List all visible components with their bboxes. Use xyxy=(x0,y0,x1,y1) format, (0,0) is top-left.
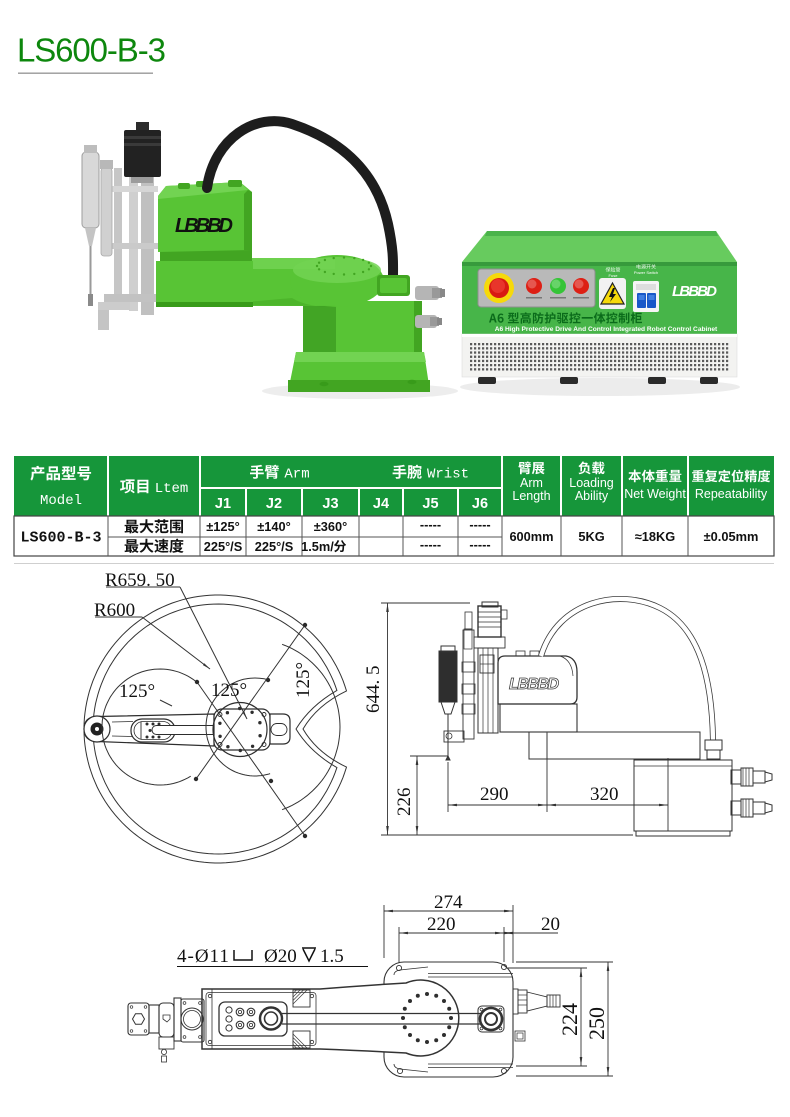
svg-text:125°: 125° xyxy=(119,681,155,702)
svg-text:Model: Model xyxy=(40,493,82,509)
svg-text:226: 226 xyxy=(394,788,415,817)
svg-text:1.5: 1.5 xyxy=(320,946,344,967)
svg-text:320: 320 xyxy=(590,784,619,805)
svg-text:LS600-B-3: LS600-B-3 xyxy=(20,530,101,547)
svg-text:225°/S: 225°/S xyxy=(255,539,294,554)
svg-text:Power Switch: Power Switch xyxy=(634,270,658,275)
svg-text:LBBBD: LBBBD xyxy=(175,215,233,237)
svg-text:-----: ----- xyxy=(469,517,490,532)
svg-text:Length: Length xyxy=(512,489,550,503)
svg-text:4-Ø11: 4-Ø11 xyxy=(177,946,230,967)
svg-text:5KG: 5KG xyxy=(578,529,604,544)
svg-text:-----: ----- xyxy=(469,537,490,552)
svg-text:Repeatability: Repeatability xyxy=(695,487,768,501)
svg-text:224: 224 xyxy=(557,1003,582,1036)
svg-text:≈18KG: ≈18KG xyxy=(635,529,675,544)
svg-text:20: 20 xyxy=(541,914,560,935)
svg-text:J2: J2 xyxy=(266,496,282,512)
svg-text:220: 220 xyxy=(427,914,456,935)
svg-text:Net Weight: Net Weight xyxy=(624,487,686,501)
svg-text:Arm: Arm xyxy=(284,467,309,483)
svg-text:Wrist: Wrist xyxy=(427,467,469,483)
svg-text:±360°: ±360° xyxy=(314,519,348,534)
svg-text:R600: R600 xyxy=(94,600,135,621)
svg-text:1.5m/: 1.5m/ xyxy=(301,539,334,554)
svg-text:J4: J4 xyxy=(373,496,389,512)
svg-text:290: 290 xyxy=(480,784,509,805)
svg-text:J5: J5 xyxy=(422,496,438,512)
svg-text:Ltem: Ltem xyxy=(155,481,189,497)
svg-text:600mm: 600mm xyxy=(509,529,553,544)
svg-text:LBBBD: LBBBD xyxy=(509,676,559,693)
svg-text:Ability: Ability xyxy=(575,489,609,503)
svg-text:LBBBD: LBBBD xyxy=(672,283,717,300)
svg-text:250: 250 xyxy=(584,1007,609,1040)
svg-text:±125°: ±125° xyxy=(206,519,240,534)
svg-text:Ø20: Ø20 xyxy=(264,946,297,967)
svg-text:LS600-B-3: LS600-B-3 xyxy=(17,32,165,69)
svg-text:±140°: ±140° xyxy=(257,519,291,534)
svg-text:Loading: Loading xyxy=(569,476,614,490)
svg-text:Fuse: Fuse xyxy=(609,273,619,278)
svg-text:J6: J6 xyxy=(472,496,488,512)
svg-text:225°/S: 225°/S xyxy=(204,539,243,554)
svg-text:644. 5: 644. 5 xyxy=(363,666,384,714)
svg-text:-----: ----- xyxy=(420,517,441,532)
svg-text:J1: J1 xyxy=(215,496,231,512)
svg-text:±0.05mm: ±0.05mm xyxy=(704,529,759,544)
svg-text:125°: 125° xyxy=(211,680,247,701)
svg-text:274: 274 xyxy=(434,892,463,913)
svg-text:A6 High Protective Drive And C: A6 High Protective Drive And Control Int… xyxy=(495,326,718,333)
svg-text:Arm: Arm xyxy=(520,476,543,490)
svg-text:125°: 125° xyxy=(293,662,314,698)
svg-text:-----: ----- xyxy=(420,537,441,552)
svg-text:R659. 50: R659. 50 xyxy=(105,570,175,591)
svg-text:J3: J3 xyxy=(322,496,338,512)
